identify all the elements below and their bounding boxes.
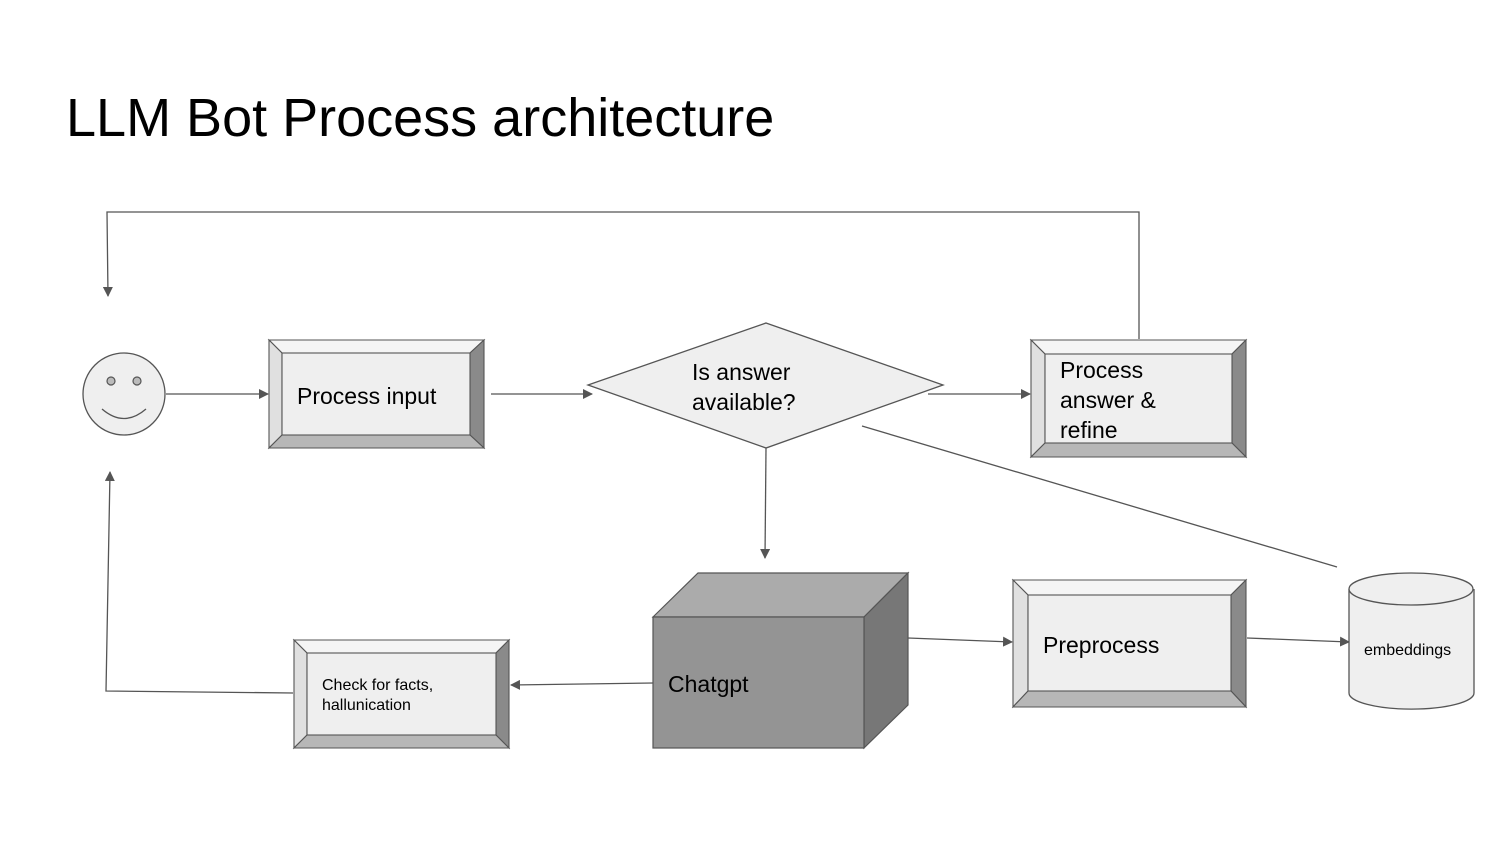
embeddings-cylinder: embeddings bbox=[1348, 572, 1475, 710]
decision-label-line-2: available? bbox=[692, 389, 796, 415]
user-smiley-icon bbox=[82, 352, 166, 436]
process-answer-box: Process answer & refine bbox=[1029, 338, 1248, 459]
embeddings-label: embeddings bbox=[1364, 642, 1451, 659]
decision-label-line-1: Is answer bbox=[692, 359, 791, 385]
check-to-user-arrow bbox=[104, 471, 294, 694]
preprocess-label: Preprocess bbox=[1043, 632, 1159, 658]
decision-to-embeddings-line bbox=[861, 425, 1338, 568]
process-answer-label-line-3: refine bbox=[1060, 417, 1118, 443]
process-input-label: Process input bbox=[297, 383, 437, 409]
chatgpt-to-check-arrow bbox=[510, 679, 654, 690]
check-facts-box: Check for facts, hallunication bbox=[292, 638, 511, 750]
check-facts-label-line-1: Check for facts, bbox=[322, 677, 433, 694]
check-facts-label: Check for facts, hallunication bbox=[322, 677, 438, 714]
chatgpt-cube: Chatgpt bbox=[651, 571, 910, 750]
process-answer-label-line-1: Process bbox=[1060, 357, 1143, 383]
preprocess-box: Preprocess bbox=[1011, 578, 1248, 709]
preprocess-to-embeddings-arrow bbox=[1246, 636, 1350, 647]
process-answer-label-line-2: answer & bbox=[1060, 387, 1156, 413]
check-facts-label-line-2: hallunication bbox=[322, 697, 411, 714]
decision-diamond: Is answer available? bbox=[586, 322, 945, 449]
connectors bbox=[102, 211, 1350, 694]
process-input-box: Process input bbox=[267, 338, 486, 450]
decision-label: Is answer available? bbox=[692, 359, 797, 415]
decision-to-chatgpt-arrow bbox=[760, 447, 771, 559]
chatgpt-label: Chatgpt bbox=[668, 671, 749, 697]
slide-title: LLM Bot Process architecture bbox=[66, 88, 775, 148]
feedback-loop-arrow bbox=[102, 211, 1140, 339]
chatgpt-to-preprocess-arrow bbox=[907, 636, 1013, 647]
process-answer-label: Process answer & refine bbox=[1060, 357, 1162, 443]
